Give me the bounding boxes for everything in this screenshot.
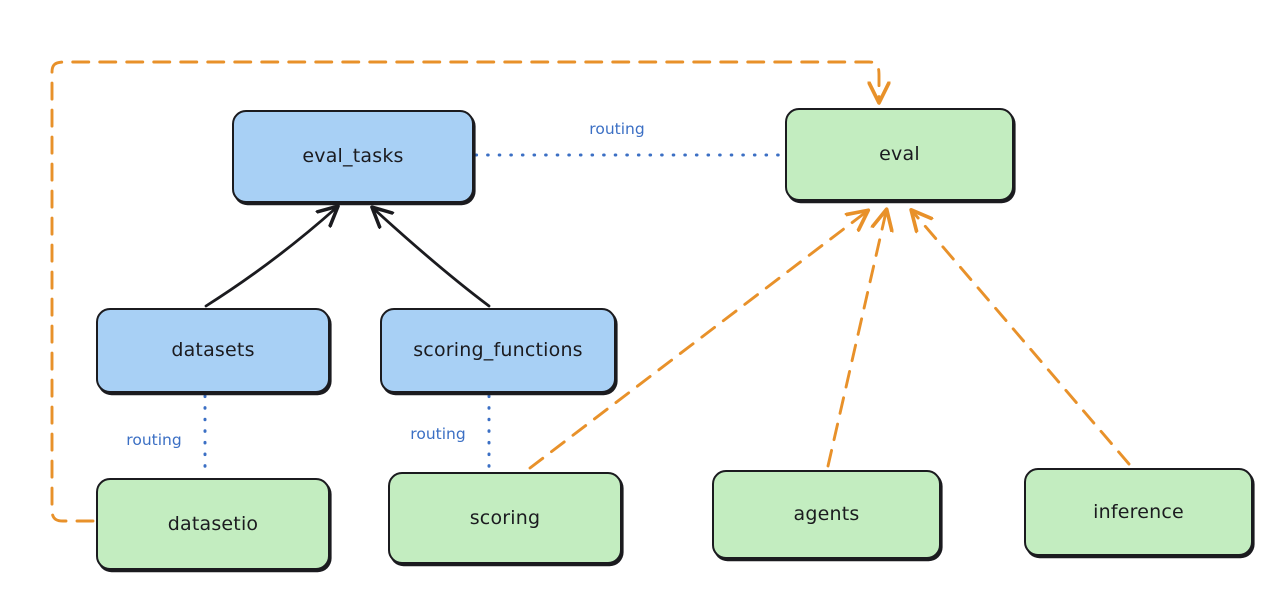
node-label: scoring (469, 506, 541, 529)
node-eval_tasks[interactable]: eval_tasks (232, 110, 474, 203)
edge-agents-to-eval (826, 212, 886, 468)
edge-scoring-functions-to-eval-tasks (374, 209, 491, 308)
node-datasetio[interactable]: datasetio (96, 478, 330, 570)
edge-label-lbl-routing-left: routing (126, 431, 182, 449)
node-label: datasetio (167, 512, 259, 535)
node-agents[interactable]: agents (712, 470, 941, 559)
node-label: eval (879, 143, 920, 166)
node-scoring[interactable]: scoring (388, 472, 622, 564)
edge-label-lbl-routing-middle: routing (410, 425, 466, 443)
edge-inference-to-eval (913, 212, 1131, 466)
node-label: scoring_functions (413, 339, 583, 362)
node-eval[interactable]: eval (785, 108, 1014, 201)
node-label: agents (793, 503, 860, 526)
node-label: inference (1093, 500, 1184, 523)
node-label: datasets (171, 339, 255, 362)
edge-datasetio-to-eval (50, 60, 879, 523)
edge-datasets-to-eval-tasks (204, 208, 336, 308)
node-scoring_functions[interactable]: scoring_functions (380, 308, 616, 393)
edge-label-lbl-routing-top: routing (589, 120, 645, 138)
node-inference[interactable]: inference (1024, 468, 1253, 556)
edge-scoring-to-eval (528, 212, 866, 470)
node-label: eval_tasks (302, 145, 404, 168)
node-datasets[interactable]: datasets (96, 308, 330, 393)
